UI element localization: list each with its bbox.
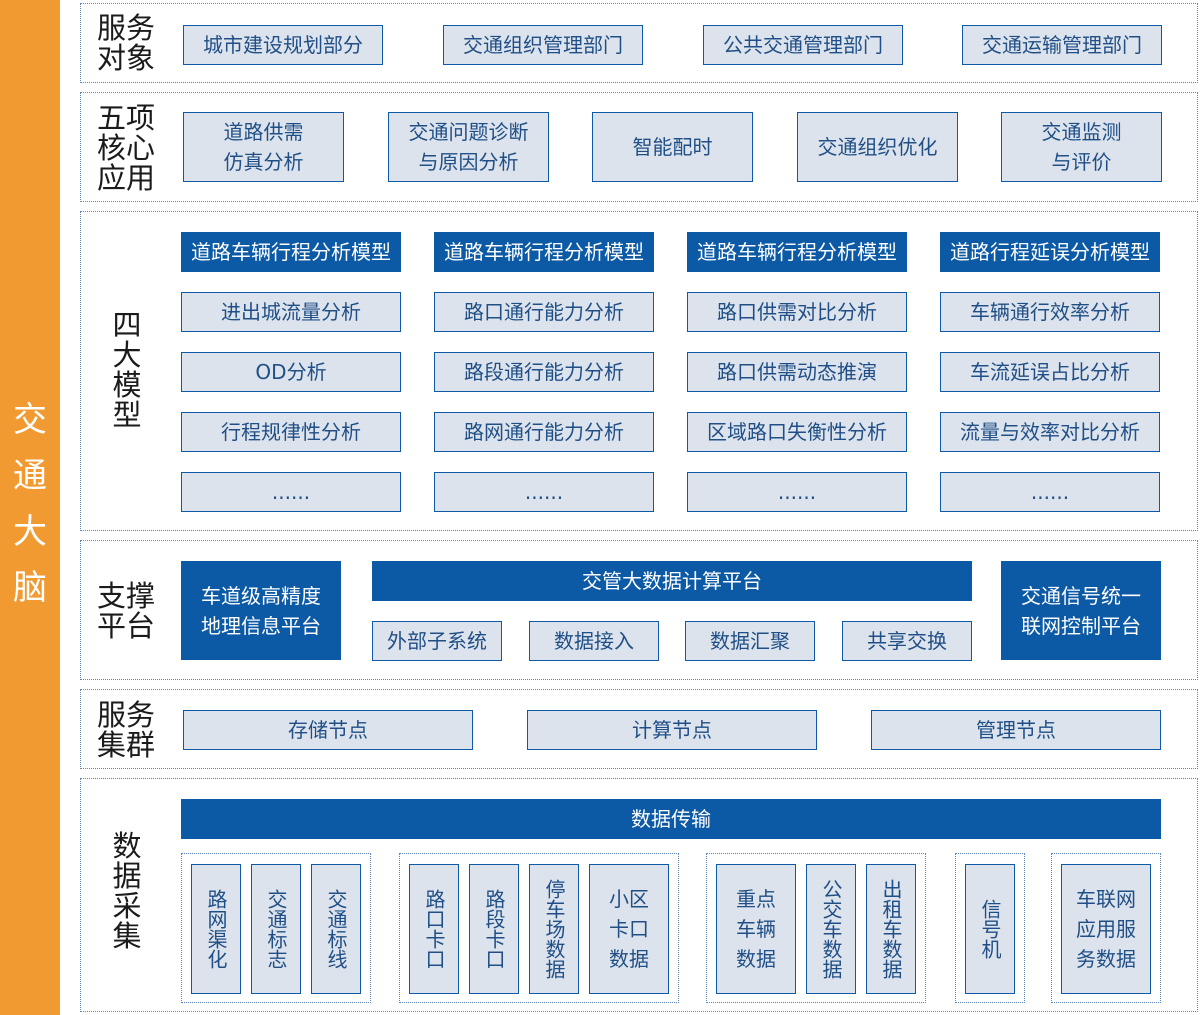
- model-item: 流量与效率对比分析: [940, 412, 1160, 452]
- bigdata-platform-header: 交管大数据计算平台: [372, 561, 972, 601]
- sidebar-char: 脑: [13, 568, 47, 608]
- section-title: 四大模型: [112, 308, 142, 432]
- core-app-box: 道路供需 仿真分析: [183, 112, 344, 182]
- hd-map-platform: 车道级高精度 地理信息平台: [181, 561, 341, 660]
- collection-item: 重点 车辆 数据: [716, 864, 796, 994]
- sidebar-char: 通: [13, 456, 47, 496]
- model-item: ......: [181, 472, 401, 512]
- service-object-box: 交通运输管理部门: [962, 25, 1162, 65]
- collection-item: 交通标线: [311, 864, 361, 994]
- data-transmission-bar: 数据传输: [181, 799, 1161, 839]
- platform-item: 数据汇聚: [685, 621, 815, 661]
- section-core-apps: 五项核心应用 道路供需 仿真分析 交通问题诊断 与原因分析 智能配时 交通组织优…: [80, 92, 1198, 202]
- cluster-node: 管理节点: [871, 710, 1161, 750]
- collection-item: 出租车数据: [866, 864, 916, 994]
- section-service-objects: 服务对象 城市建设规划部分 交通组织管理部门 公共交通管理部门 交通运输管理部门: [80, 3, 1198, 83]
- model-item: 路口供需对比分析: [687, 292, 907, 332]
- sidebar-char: 大: [13, 512, 47, 552]
- collection-item: 路段卡口: [469, 864, 519, 994]
- collection-group: [399, 853, 679, 1003]
- model-item: 路段通行能力分析: [434, 352, 654, 392]
- section-service-cluster: 服务集群 存储节点 计算节点 管理节点: [80, 689, 1198, 769]
- collection-group: [706, 853, 926, 1003]
- section-title: 五项核心应用: [96, 101, 155, 195]
- model-header: 道路车辆行程分析模型: [434, 232, 654, 272]
- model-item: 路网通行能力分析: [434, 412, 654, 452]
- model-item: OD分析: [181, 352, 401, 392]
- model-item: 车辆通行效率分析: [940, 292, 1160, 332]
- platform-item: 数据接入: [529, 621, 659, 661]
- sidebar-traffic-brain: 交 通 大 脑: [0, 0, 60, 1015]
- model-header: 道路车辆行程分析模型: [181, 232, 401, 272]
- model-item: ......: [687, 472, 907, 512]
- service-object-box: 公共交通管理部门: [703, 25, 903, 65]
- collection-group: [1051, 853, 1161, 1003]
- collection-item: 路网渠化: [191, 864, 241, 994]
- section-models: 四大模型 道路车辆行程分析模型 进出城流量分析 OD分析 行程规律性分析 ...…: [80, 211, 1198, 531]
- collection-item: 车联网 应用服 务数据: [1061, 864, 1151, 994]
- model-item: 进出城流量分析: [181, 292, 401, 332]
- signal-control-platform: 交通信号统一 联网控制平台: [1001, 561, 1161, 660]
- collection-group: [181, 853, 371, 1003]
- cluster-node: 计算节点: [527, 710, 817, 750]
- cluster-node: 存储节点: [183, 710, 473, 750]
- sidebar-char: 交: [13, 400, 47, 440]
- collection-item: 停车场数据: [529, 864, 579, 994]
- collection-item: 小区 卡口 数据: [589, 864, 669, 994]
- core-app-box: 交通组织优化: [797, 112, 958, 182]
- collection-item: 信号机: [965, 864, 1015, 994]
- model-item: ......: [434, 472, 654, 512]
- model-item: 行程规律性分析: [181, 412, 401, 452]
- service-object-box: 城市建设规划部分: [183, 25, 383, 65]
- model-item: 路口供需动态推演: [687, 352, 907, 392]
- collection-item: 公交车数据: [806, 864, 856, 994]
- collection-item: 交通标志: [251, 864, 301, 994]
- section-support-platform: 支撑平台 车道级高精度 地理信息平台 交管大数据计算平台 外部子系统 数据接入 …: [80, 540, 1198, 680]
- section-title: 服务集群: [96, 698, 155, 762]
- platform-item: 外部子系统: [372, 621, 502, 661]
- core-app-box: 智能配时: [592, 112, 753, 182]
- section-data-collection: 数据采集 数据传输 路网渠化 交通标志 交通标线 路口卡口 路段卡口 停车场数据…: [80, 778, 1198, 1012]
- core-app-box: 交通监测 与评价: [1001, 112, 1162, 182]
- model-header: 道路行程延误分析模型: [940, 232, 1160, 272]
- section-title: 支撑平台: [96, 579, 155, 643]
- section-title: 数据采集: [112, 829, 142, 953]
- model-item: ......: [940, 472, 1160, 512]
- model-item: 区域路口失衡性分析: [687, 412, 907, 452]
- core-app-box: 交通问题诊断 与原因分析: [388, 112, 549, 182]
- model-item: 路口通行能力分析: [434, 292, 654, 332]
- platform-item: 共享交换: [842, 621, 972, 661]
- model-header: 道路车辆行程分析模型: [687, 232, 907, 272]
- service-object-box: 交通组织管理部门: [443, 25, 643, 65]
- collection-group: [955, 853, 1025, 1003]
- model-item: 车流延误占比分析: [940, 352, 1160, 392]
- section-title: 服务对象: [96, 11, 155, 75]
- collection-item: 路口卡口: [409, 864, 459, 994]
